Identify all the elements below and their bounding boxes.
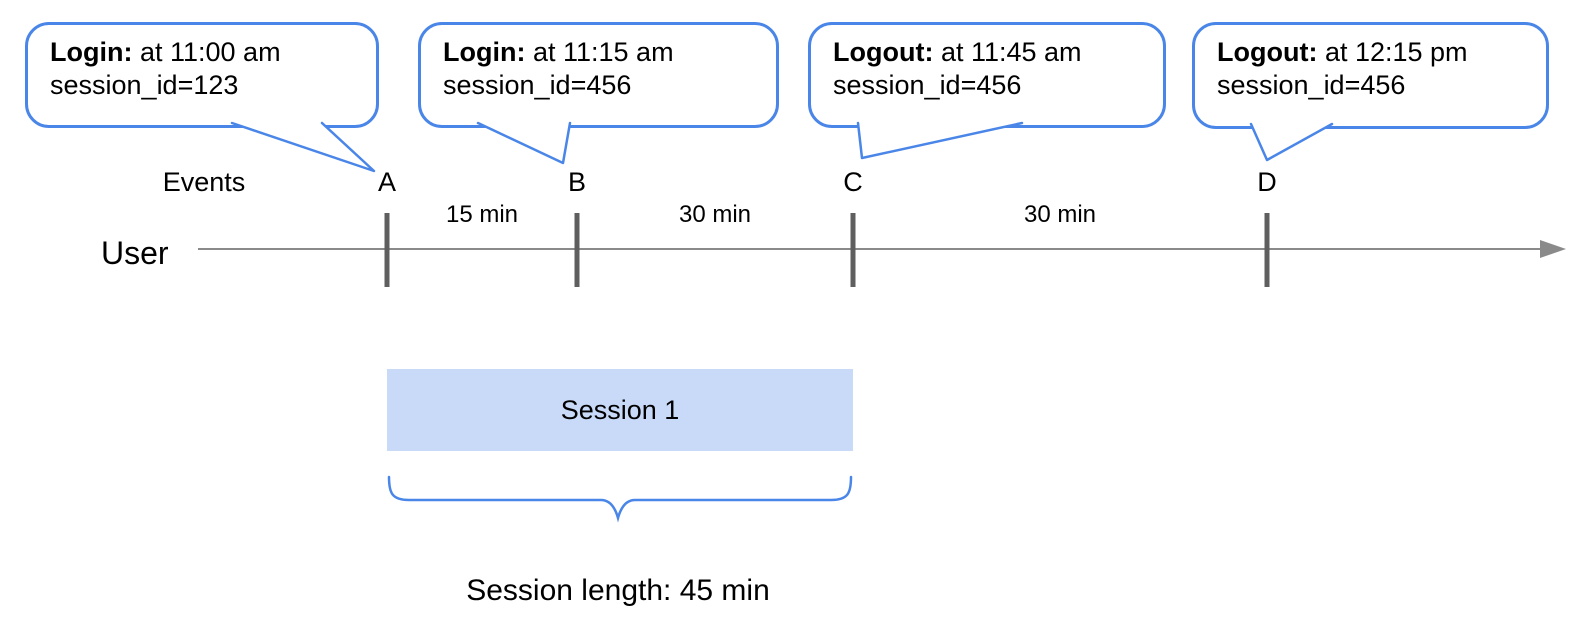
event-bubble-a: Login: at 11:00 am session_id=123 xyxy=(25,22,379,128)
event-marker-d: D xyxy=(1257,167,1277,197)
bubble-line-1: Login: at 11:15 am xyxy=(443,36,760,69)
session-box-label: Session 1 xyxy=(560,394,680,425)
bubble-line-2: session_id=123 xyxy=(50,70,239,100)
bubble-line-1: Logout: at 12:15 pm xyxy=(1217,36,1530,69)
event-time: at 11:45 am xyxy=(933,37,1082,67)
interval-b-c: 30 min xyxy=(678,201,752,228)
event-marker-b: B xyxy=(567,167,587,197)
event-time: at 12:15 pm xyxy=(1317,37,1468,67)
bubble-line-2: session_id=456 xyxy=(833,70,1022,100)
event-bubble-b: Login: at 11:15 am session_id=456 xyxy=(418,22,779,128)
session-box: Session 1 xyxy=(387,369,853,451)
event-action: Logout: xyxy=(833,37,934,67)
event-marker-c: C xyxy=(843,167,863,197)
event-bubble-d: Logout: at 12:15 pm session_id=456 xyxy=(1192,22,1549,129)
event-action: Login: xyxy=(50,37,133,67)
event-marker-a: A xyxy=(377,167,397,197)
bubble-tail-c xyxy=(856,121,1024,160)
event-bubble-c: Logout: at 11:45 am session_id=456 xyxy=(808,22,1166,128)
event-action: Login: xyxy=(443,37,526,67)
interval-c-d: 30 min xyxy=(1023,201,1097,228)
bubble-tail-d xyxy=(1249,122,1334,162)
user-label: User xyxy=(101,235,169,271)
events-label: Events xyxy=(162,167,246,197)
bubble-line-1: Logout: at 11:45 am xyxy=(833,36,1147,69)
event-time: at 11:00 am xyxy=(132,37,281,67)
timeline-arrowhead-icon xyxy=(1540,240,1566,258)
bubble-tail-b xyxy=(476,121,572,165)
interval-a-b: 15 min xyxy=(445,201,519,228)
session-brace xyxy=(387,475,853,523)
bubble-tail-a xyxy=(230,121,376,173)
bubble-line-2: session_id=456 xyxy=(443,70,632,100)
session-length-label: Session length: 45 min xyxy=(466,574,770,607)
event-action: Logout: xyxy=(1217,37,1318,67)
bubble-line-2: session_id=456 xyxy=(1217,70,1406,100)
event-time: at 11:15 am xyxy=(525,37,674,67)
bubble-line-1: Login: at 11:00 am xyxy=(50,36,360,69)
